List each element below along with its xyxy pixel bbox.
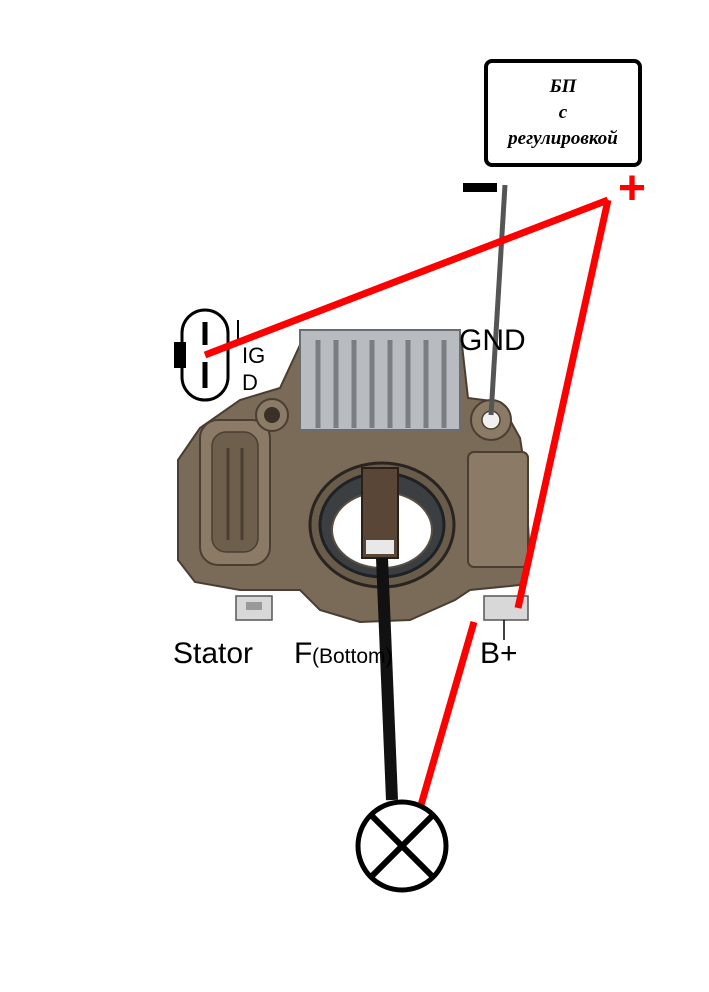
lamp-icon [355, 799, 449, 893]
lamp-positive-wire [417, 621, 478, 806]
power-supply-box: БП с регулировкой [484, 59, 642, 167]
field-sub-label: (Bottom) [312, 645, 393, 668]
power-supply-label-line2: с [558, 102, 568, 123]
field-label: F [294, 637, 313, 670]
stator-terminal [235, 595, 273, 621]
field-wire [376, 557, 398, 801]
gnd-label: GND [459, 324, 526, 357]
plus-terminal-icon: + [618, 162, 647, 215]
power-supply-label-line3: регулировкой [508, 128, 618, 149]
stator-label: Stator [173, 637, 254, 670]
ig-wire [203, 196, 610, 359]
b-plus-label: B+ [480, 637, 518, 670]
brush-holder [308, 461, 456, 589]
ground-wire [488, 184, 508, 416]
power-supply-label-line1: БП [549, 76, 577, 97]
pin-d-label: D [242, 370, 258, 395]
minus-terminal-icon [463, 183, 497, 192]
heatsink [299, 329, 461, 431]
pin-ig-label: IG [242, 343, 266, 368]
b-plus-tower [467, 451, 529, 568]
b-plus-wire [514, 199, 612, 609]
